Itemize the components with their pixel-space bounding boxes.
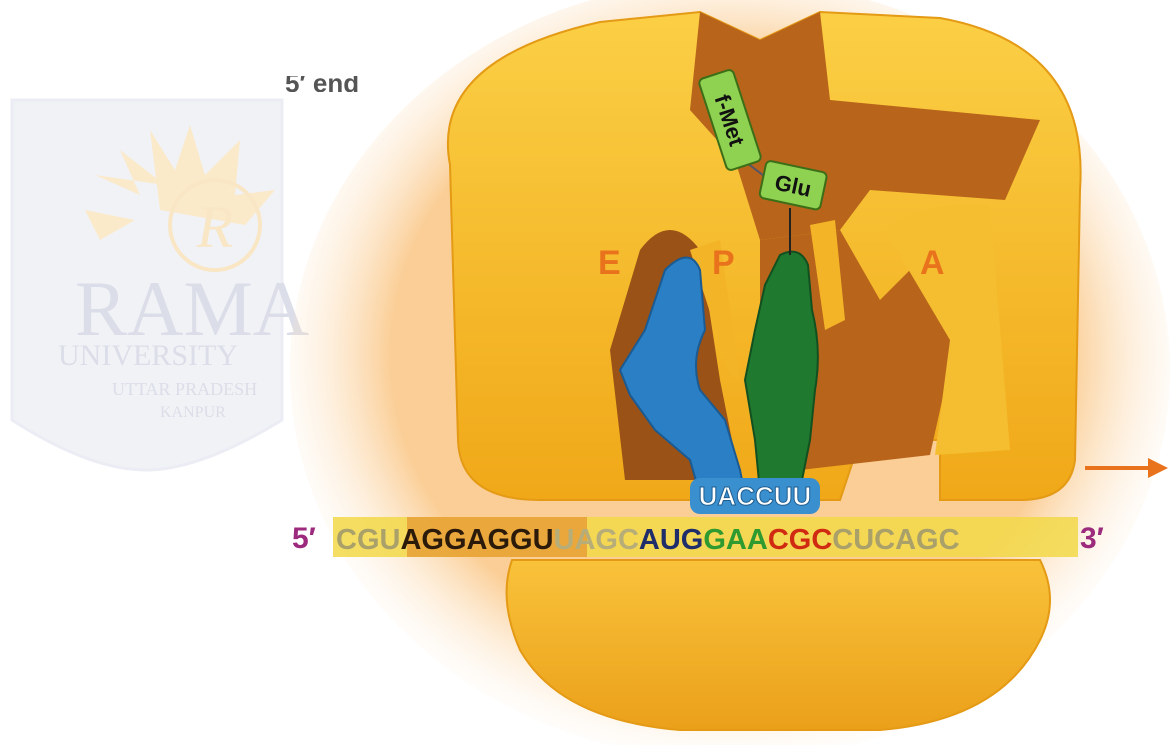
mrna-segment: CUCAGC <box>832 524 959 556</box>
a-site-label: A <box>920 244 945 282</box>
mrna-segment: AUG <box>639 524 703 556</box>
mrna-segment: CGU <box>336 524 400 556</box>
mrna-segment: UAGC <box>554 524 639 556</box>
watermark-line2: UTTAR PRADESH <box>112 379 257 399</box>
small-subunit <box>507 560 1050 730</box>
watermark-logo: R RAMA UNIVERSITY UTTAR PRADESH KANPUR <box>12 100 309 470</box>
partial-heading: 5′ end <box>285 68 359 98</box>
anticodon-label: UACCUU <box>699 481 812 511</box>
mrna-three-prime: 3′ <box>1080 522 1104 555</box>
mrna-segment: CGC <box>768 524 833 556</box>
watermark-logo-letter: R <box>196 194 234 260</box>
p-site-label: P <box>712 244 735 282</box>
mrna-sequence: CGUAGGAGGUUAGCAUGGAACGCCUCAGC <box>336 524 960 556</box>
watermark-line1: UNIVERSITY <box>58 339 238 372</box>
watermark-line3: KANPUR <box>160 404 226 421</box>
mrna-segment: AGGAGGU <box>400 524 553 556</box>
mrna-five-prime: 5′ <box>292 522 316 555</box>
e-site-label: E <box>598 244 621 282</box>
mrna-segment: GAA <box>703 524 768 556</box>
